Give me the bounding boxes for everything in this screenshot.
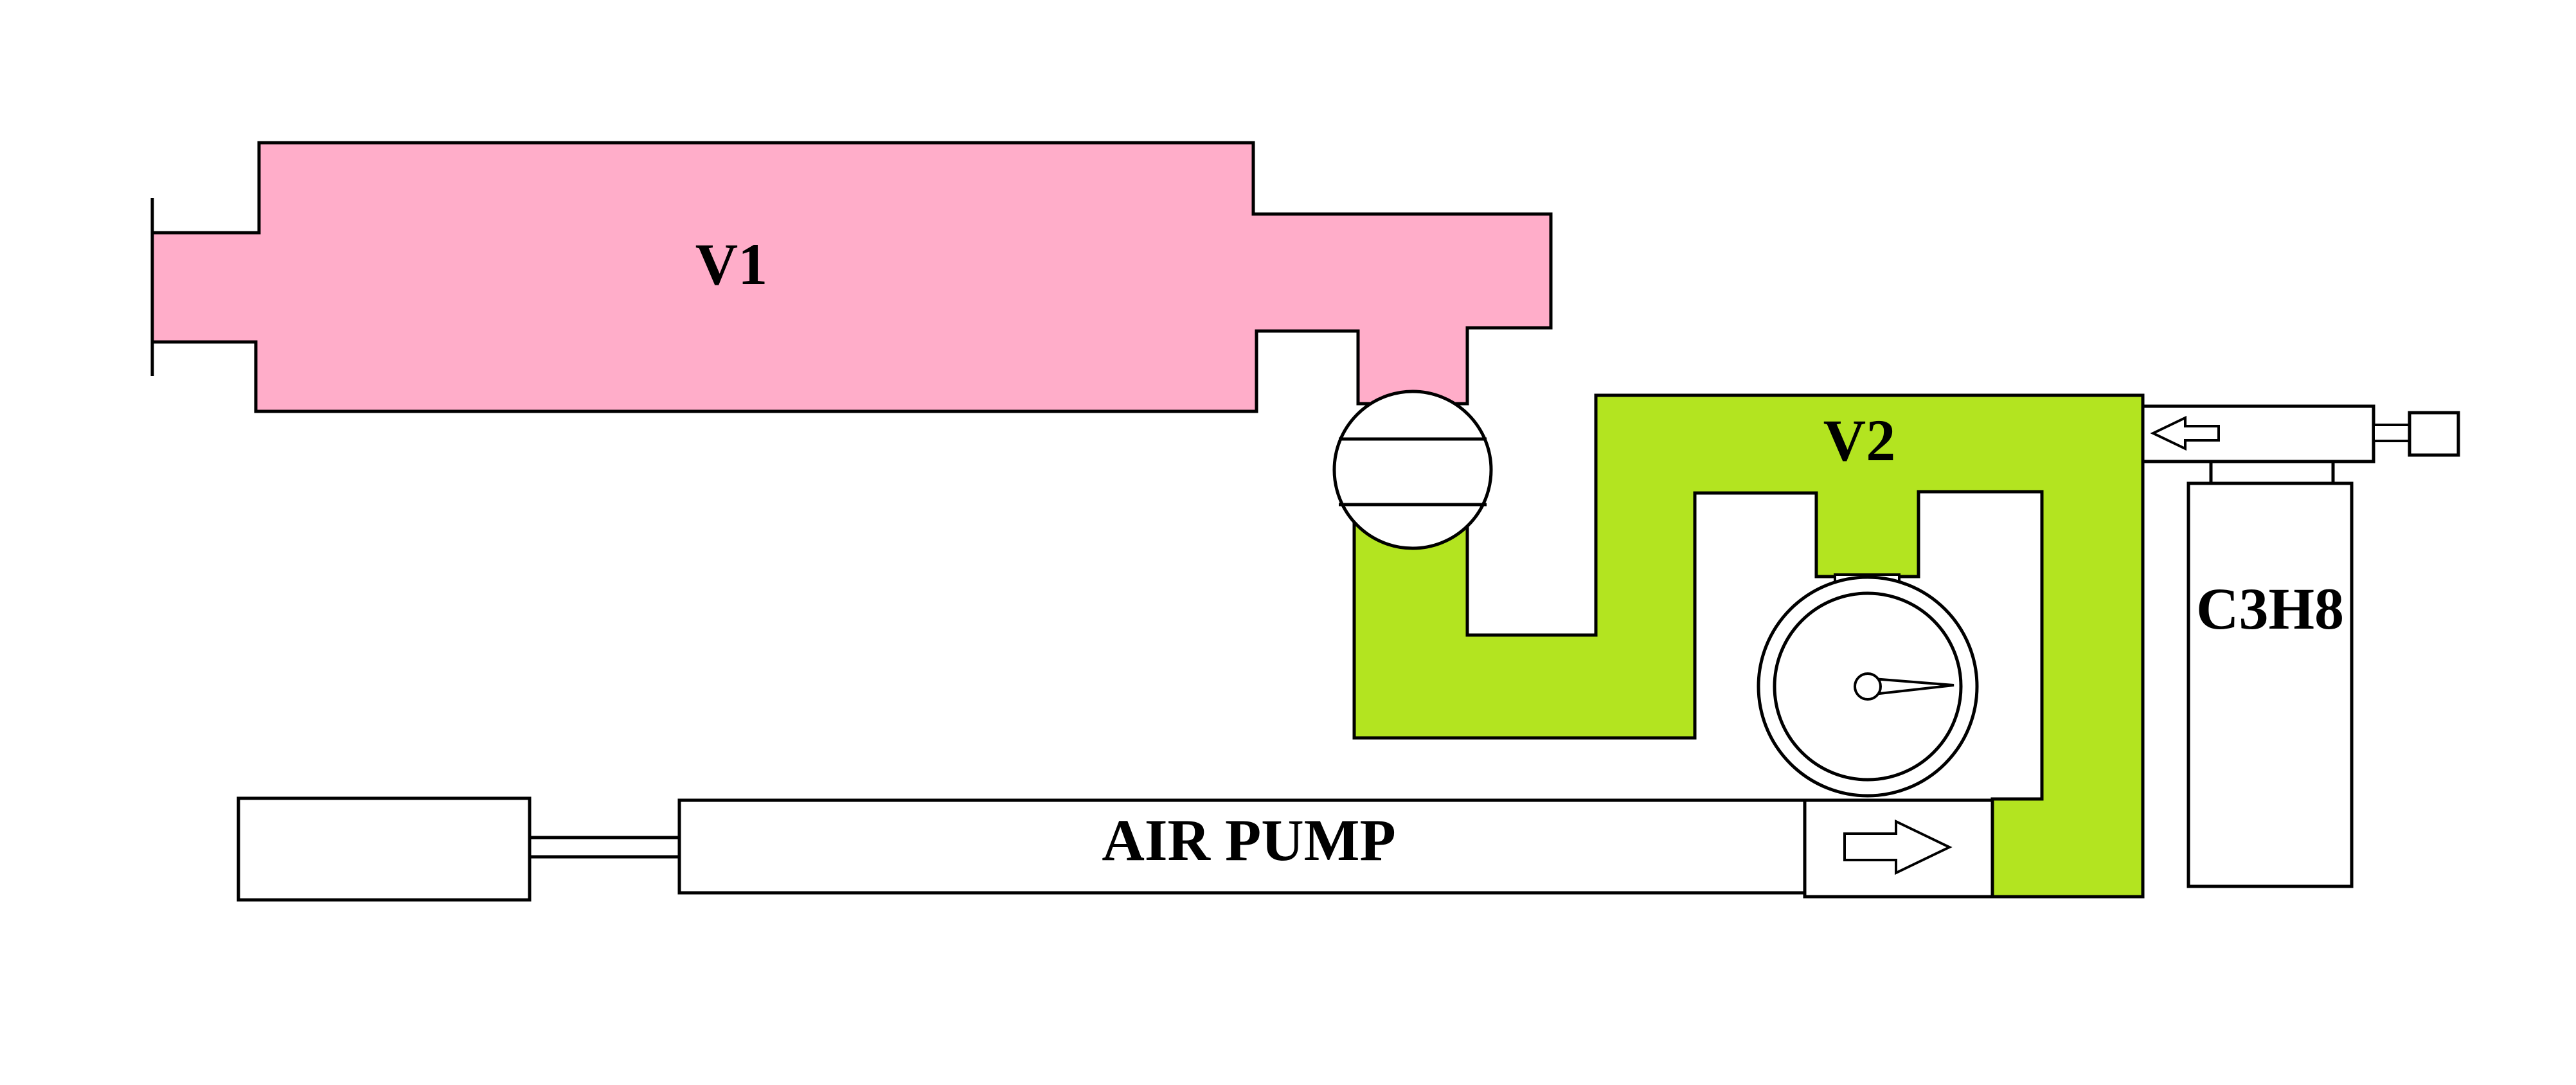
air-pump-barrel (677, 798, 1994, 895)
c3h8-flow-arrow-icon (2150, 415, 2220, 451)
vessel-v2-label: V2 (1823, 408, 1895, 473)
air-pump-label: AIR PUMP (1102, 807, 1395, 873)
vessel-v1-body (150, 141, 1553, 413)
air-pump-assembly: AIR PUMP (237, 796, 1994, 902)
vessel-v1: V1 (150, 141, 1553, 413)
valve-body (1332, 390, 1493, 550)
air-pump-flow-arrow-icon (1843, 819, 1953, 875)
air-pump-rod (528, 836, 681, 859)
air-pump-handle (237, 796, 532, 902)
vessel-v1-label: V1 (695, 231, 767, 297)
pressure-gauge (1757, 573, 1979, 798)
c3h8-cylinder-label: C3H8 (2196, 576, 2344, 641)
vessel-v2: V2 (1352, 393, 2145, 899)
c3h8-cylinder-body (2187, 481, 2354, 888)
c3h8-feed-stem (2372, 424, 2411, 442)
c3h8-cylinder-assembly: C3H8 (2141, 404, 2460, 888)
vessel-v2-body (1352, 393, 2145, 899)
valve (1332, 390, 1493, 550)
pressure-gauge-pivot (1854, 672, 1882, 701)
c3h8-regulator-knob (2408, 411, 2460, 457)
